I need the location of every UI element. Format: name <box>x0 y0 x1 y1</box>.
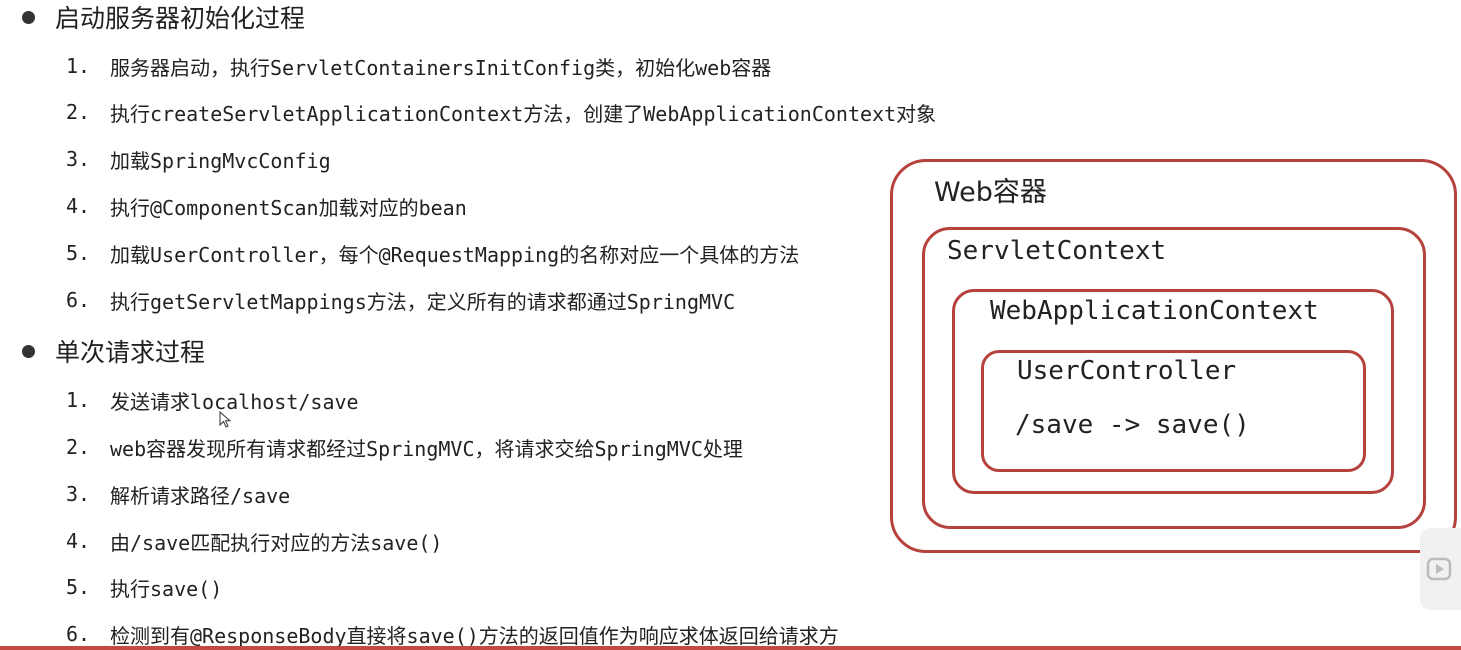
request-step: 5. 执行save() <box>66 573 222 601</box>
request-step-text: 由/save匹配执行对应的方法save() <box>110 530 443 555</box>
startup-step-text: 加载SpringMvcConfig <box>110 148 331 173</box>
web-container-label: Web容器 <box>934 177 1047 208</box>
request-title-text: 单次请求过程 <box>55 338 206 367</box>
bullet-icon <box>22 10 35 24</box>
startup-step: 3. 加载SpringMvcConfig <box>66 145 331 173</box>
startup-step: 1. 服务器启动，执行ServletContainersInitConfig类，… <box>66 52 771 80</box>
web-application-context-label: WebApplicationContext <box>990 296 1319 326</box>
web-container-box <box>890 159 1457 553</box>
play-icon[interactable] <box>1426 556 1452 582</box>
user-controller-box <box>981 350 1366 472</box>
request-step: 4. 由/save匹配执行对应的方法save() <box>66 527 442 555</box>
mouse-cursor-icon <box>219 411 232 428</box>
startup-section-title: 启动服务器初始化过程 <box>22 1 305 33</box>
request-step-text: 执行save() <box>110 576 223 601</box>
bottom-accent-line <box>0 646 1461 650</box>
request-section-title: 单次请求过程 <box>22 335 205 367</box>
startup-step-text: 加载UserController，每个@RequestMapping的名称对应一… <box>110 242 800 267</box>
startup-step: 4. 执行@ComponentScan加载对应的bean <box>66 192 467 220</box>
servlet-context-box <box>922 227 1426 529</box>
startup-title-text: 启动服务器初始化过程 <box>55 4 306 33</box>
startup-step-text: 服务器启动，执行ServletContainersInitConfig类，初始化… <box>110 55 772 80</box>
startup-step-text: 执行@ComponentScan加载对应的bean <box>110 195 467 220</box>
web-application-context-box <box>952 289 1394 494</box>
request-step: 6. 检测到有@ResponseBody直接将save()方法的返回值作为响应求… <box>66 620 839 648</box>
request-step: 3. 解析请求路径/save <box>66 480 290 508</box>
save-mapping-label: /save -> save() <box>1015 410 1250 440</box>
startup-step-text: 执行createServletApplicationContext方法，创建了W… <box>110 101 937 126</box>
bullet-icon <box>22 344 35 358</box>
user-controller-label: UserController <box>1017 356 1237 386</box>
startup-step: 6. 执行getServletMappings方法，定义所有的请求都通过Spri… <box>66 286 735 314</box>
startup-step: 2. 执行createServletApplicationContext方法，创… <box>66 98 936 126</box>
request-step-text: web容器发现所有请求都经过SpringMVC，将请求交给SpringMVC处理 <box>110 436 743 461</box>
request-step: 1. 发送请求localhost/save <box>66 386 359 414</box>
request-step-text: 发送请求localhost/save <box>110 389 359 414</box>
startup-step: 5. 加载UserController，每个@RequestMapping的名称… <box>66 239 799 267</box>
servlet-context-label: ServletContext <box>947 236 1167 266</box>
request-step-text: 解析请求路径/save <box>110 483 291 508</box>
request-step: 2. web容器发现所有请求都经过SpringMVC，将请求交给SpringMV… <box>66 433 743 461</box>
request-step-text: 检测到有@ResponseBody直接将save()方法的返回值作为响应求体返回… <box>110 623 839 648</box>
startup-step-text: 执行getServletMappings方法，定义所有的请求都通过SpringM… <box>110 289 736 314</box>
